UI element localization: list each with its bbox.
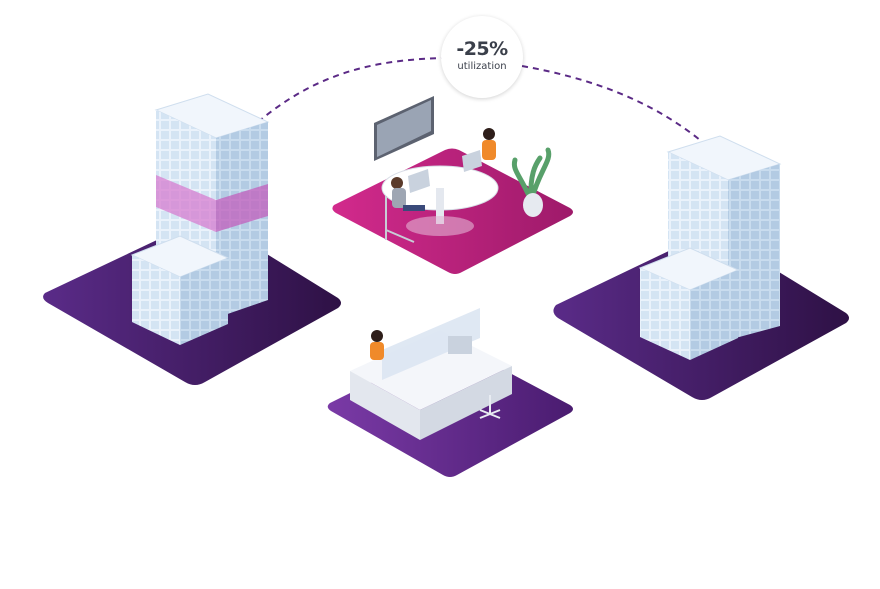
meeting-room-icon: [332, 96, 573, 274]
desk-workspace-icon: [327, 308, 573, 477]
left-office-building-icon: [43, 93, 341, 385]
dashed-connector-line: [257, 57, 701, 141]
utilization-value: -25%: [456, 38, 508, 60]
utilization-badge: -25% utilization: [441, 16, 523, 98]
right-office-building-icon: [553, 135, 849, 400]
utilization-label: utilization: [457, 61, 507, 72]
